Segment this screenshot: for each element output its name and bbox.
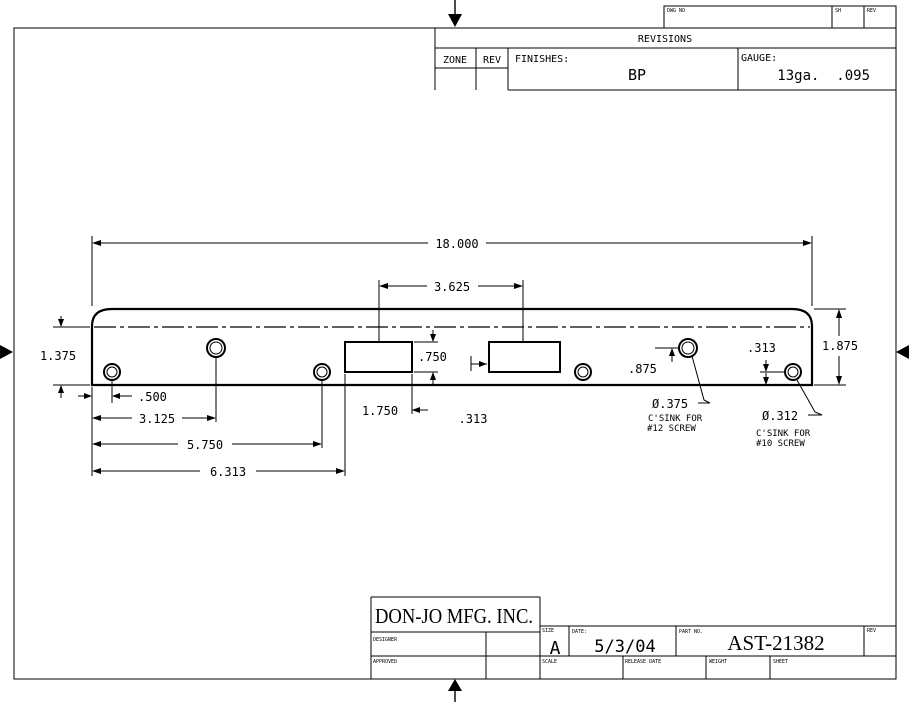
small-hole-diameter: Ø.312 xyxy=(762,409,798,423)
scale-label: SCALE xyxy=(542,659,557,665)
dim-hole3-x: 5.750 xyxy=(92,381,323,452)
hole-1 xyxy=(103,363,121,381)
dim-cutout-bottom-text: .313 xyxy=(459,412,488,426)
dim-left-height-text: 1.375 xyxy=(40,349,76,363)
rev-label-bottom: REV xyxy=(867,628,876,634)
dim-hole-center-y-text: .875 xyxy=(628,362,657,376)
center-mark-right-arrow xyxy=(896,345,909,359)
dim-cutout-height: .750 xyxy=(414,330,447,384)
weight-label: WEIGHT xyxy=(709,659,727,665)
dim-right-height: 1.875 xyxy=(814,308,858,386)
revisions-block: REVISIONS ZONE REV FINISHES: BP GAUGE: 1… xyxy=(434,28,896,91)
small-hole-note-line1: C'SINK FOR xyxy=(756,429,811,439)
dim-edge-offset: .313 xyxy=(747,341,784,385)
hole-5 xyxy=(678,338,698,358)
part-no-label: PART NO. xyxy=(679,629,703,635)
company-name: DON-JO MFG. INC. xyxy=(375,604,533,628)
part-number-value: AST-21382 xyxy=(727,631,824,655)
dim-overall-length-text: 18.000 xyxy=(435,237,478,251)
drawing-number-block: DWG NO SH REV xyxy=(663,5,897,29)
zone-label: ZONE xyxy=(443,55,467,66)
dim-cutout-left-x-text: 6.313 xyxy=(210,465,246,479)
gauge-value: 13ga. .095 xyxy=(777,68,870,84)
large-hole-note-line2: #12 SCREW xyxy=(647,424,696,434)
sheet-label: SHEET xyxy=(773,659,788,665)
dim-edge-offset-text: .313 xyxy=(747,341,776,355)
center-mark-top-arrow xyxy=(448,0,462,27)
dim-cutout-left-x: 6.313 xyxy=(92,374,346,479)
dim-overall-length: 18.000 xyxy=(91,236,813,306)
dim-left-height: 1.375 xyxy=(40,316,90,398)
finishes-label: FINISHES: xyxy=(515,54,569,65)
center-mark-bottom-arrow xyxy=(448,679,462,702)
release-date-label: RELEASE DATE xyxy=(625,659,661,665)
rev-label-top: REV xyxy=(867,8,876,14)
hole-3 xyxy=(313,363,331,381)
small-hole-callout: Ø.312 C'SINK FOR #10 SCREW xyxy=(756,379,823,449)
size-value: A xyxy=(550,638,561,659)
rectangular-cutout-left xyxy=(344,341,413,373)
approved-label: APPROVED xyxy=(373,659,397,665)
hole-4 xyxy=(574,363,592,381)
dim-cutout-width-text: 1.750 xyxy=(362,404,398,418)
dim-hole2-x-text: 3.125 xyxy=(139,412,175,426)
dim-cutout-width: 1.750 xyxy=(362,374,428,418)
small-hole-note-line2: #10 SCREW xyxy=(756,439,805,449)
dim-cutout-height-text: .750 xyxy=(418,350,447,364)
title-block: DON-JO MFG. INC. DESIGNER APPROVED SIZE … xyxy=(370,596,896,679)
gauge-label: GAUGE: xyxy=(741,53,777,64)
rev-column-label: REV xyxy=(483,55,501,66)
size-label: SIZE xyxy=(542,628,554,634)
sh-label: SH xyxy=(835,8,841,14)
dim-hole-offset-x: .500 xyxy=(78,381,167,404)
revisions-title: REVISIONS xyxy=(638,34,692,45)
dim-right-height-text: 1.875 xyxy=(822,339,858,353)
hole-6 xyxy=(784,363,802,381)
dim-cutout-spacing: 3.625 xyxy=(378,280,524,342)
finishes-value: BP xyxy=(628,66,646,84)
date-label: DATE: xyxy=(572,629,587,635)
date-value: 5/3/04 xyxy=(594,637,655,657)
dim-hole2-x: 3.125 xyxy=(91,358,217,476)
rectangular-cutout-right xyxy=(488,341,561,373)
large-hole-callout: Ø.375 C'SINK FOR #12 SCREW xyxy=(647,355,711,434)
dim-hole3-x-text: 5.750 xyxy=(187,438,223,452)
part-outline xyxy=(90,307,814,387)
large-hole-note-line1: C'SINK FOR xyxy=(648,414,703,424)
hole-2 xyxy=(206,338,226,358)
dim-cutout-spacing-text: 3.625 xyxy=(434,280,470,294)
center-mark-left-arrow xyxy=(0,345,13,359)
dim-hole-offset-x-text: .500 xyxy=(138,390,167,404)
dim-cutout-bottom: .313 xyxy=(459,356,488,426)
designer-label: DESIGNER xyxy=(373,637,398,643)
dim-hole-center-y: .875 xyxy=(628,347,678,376)
dwg-no-label: DWG NO xyxy=(667,8,685,14)
large-hole-diameter: Ø.375 xyxy=(652,397,688,411)
